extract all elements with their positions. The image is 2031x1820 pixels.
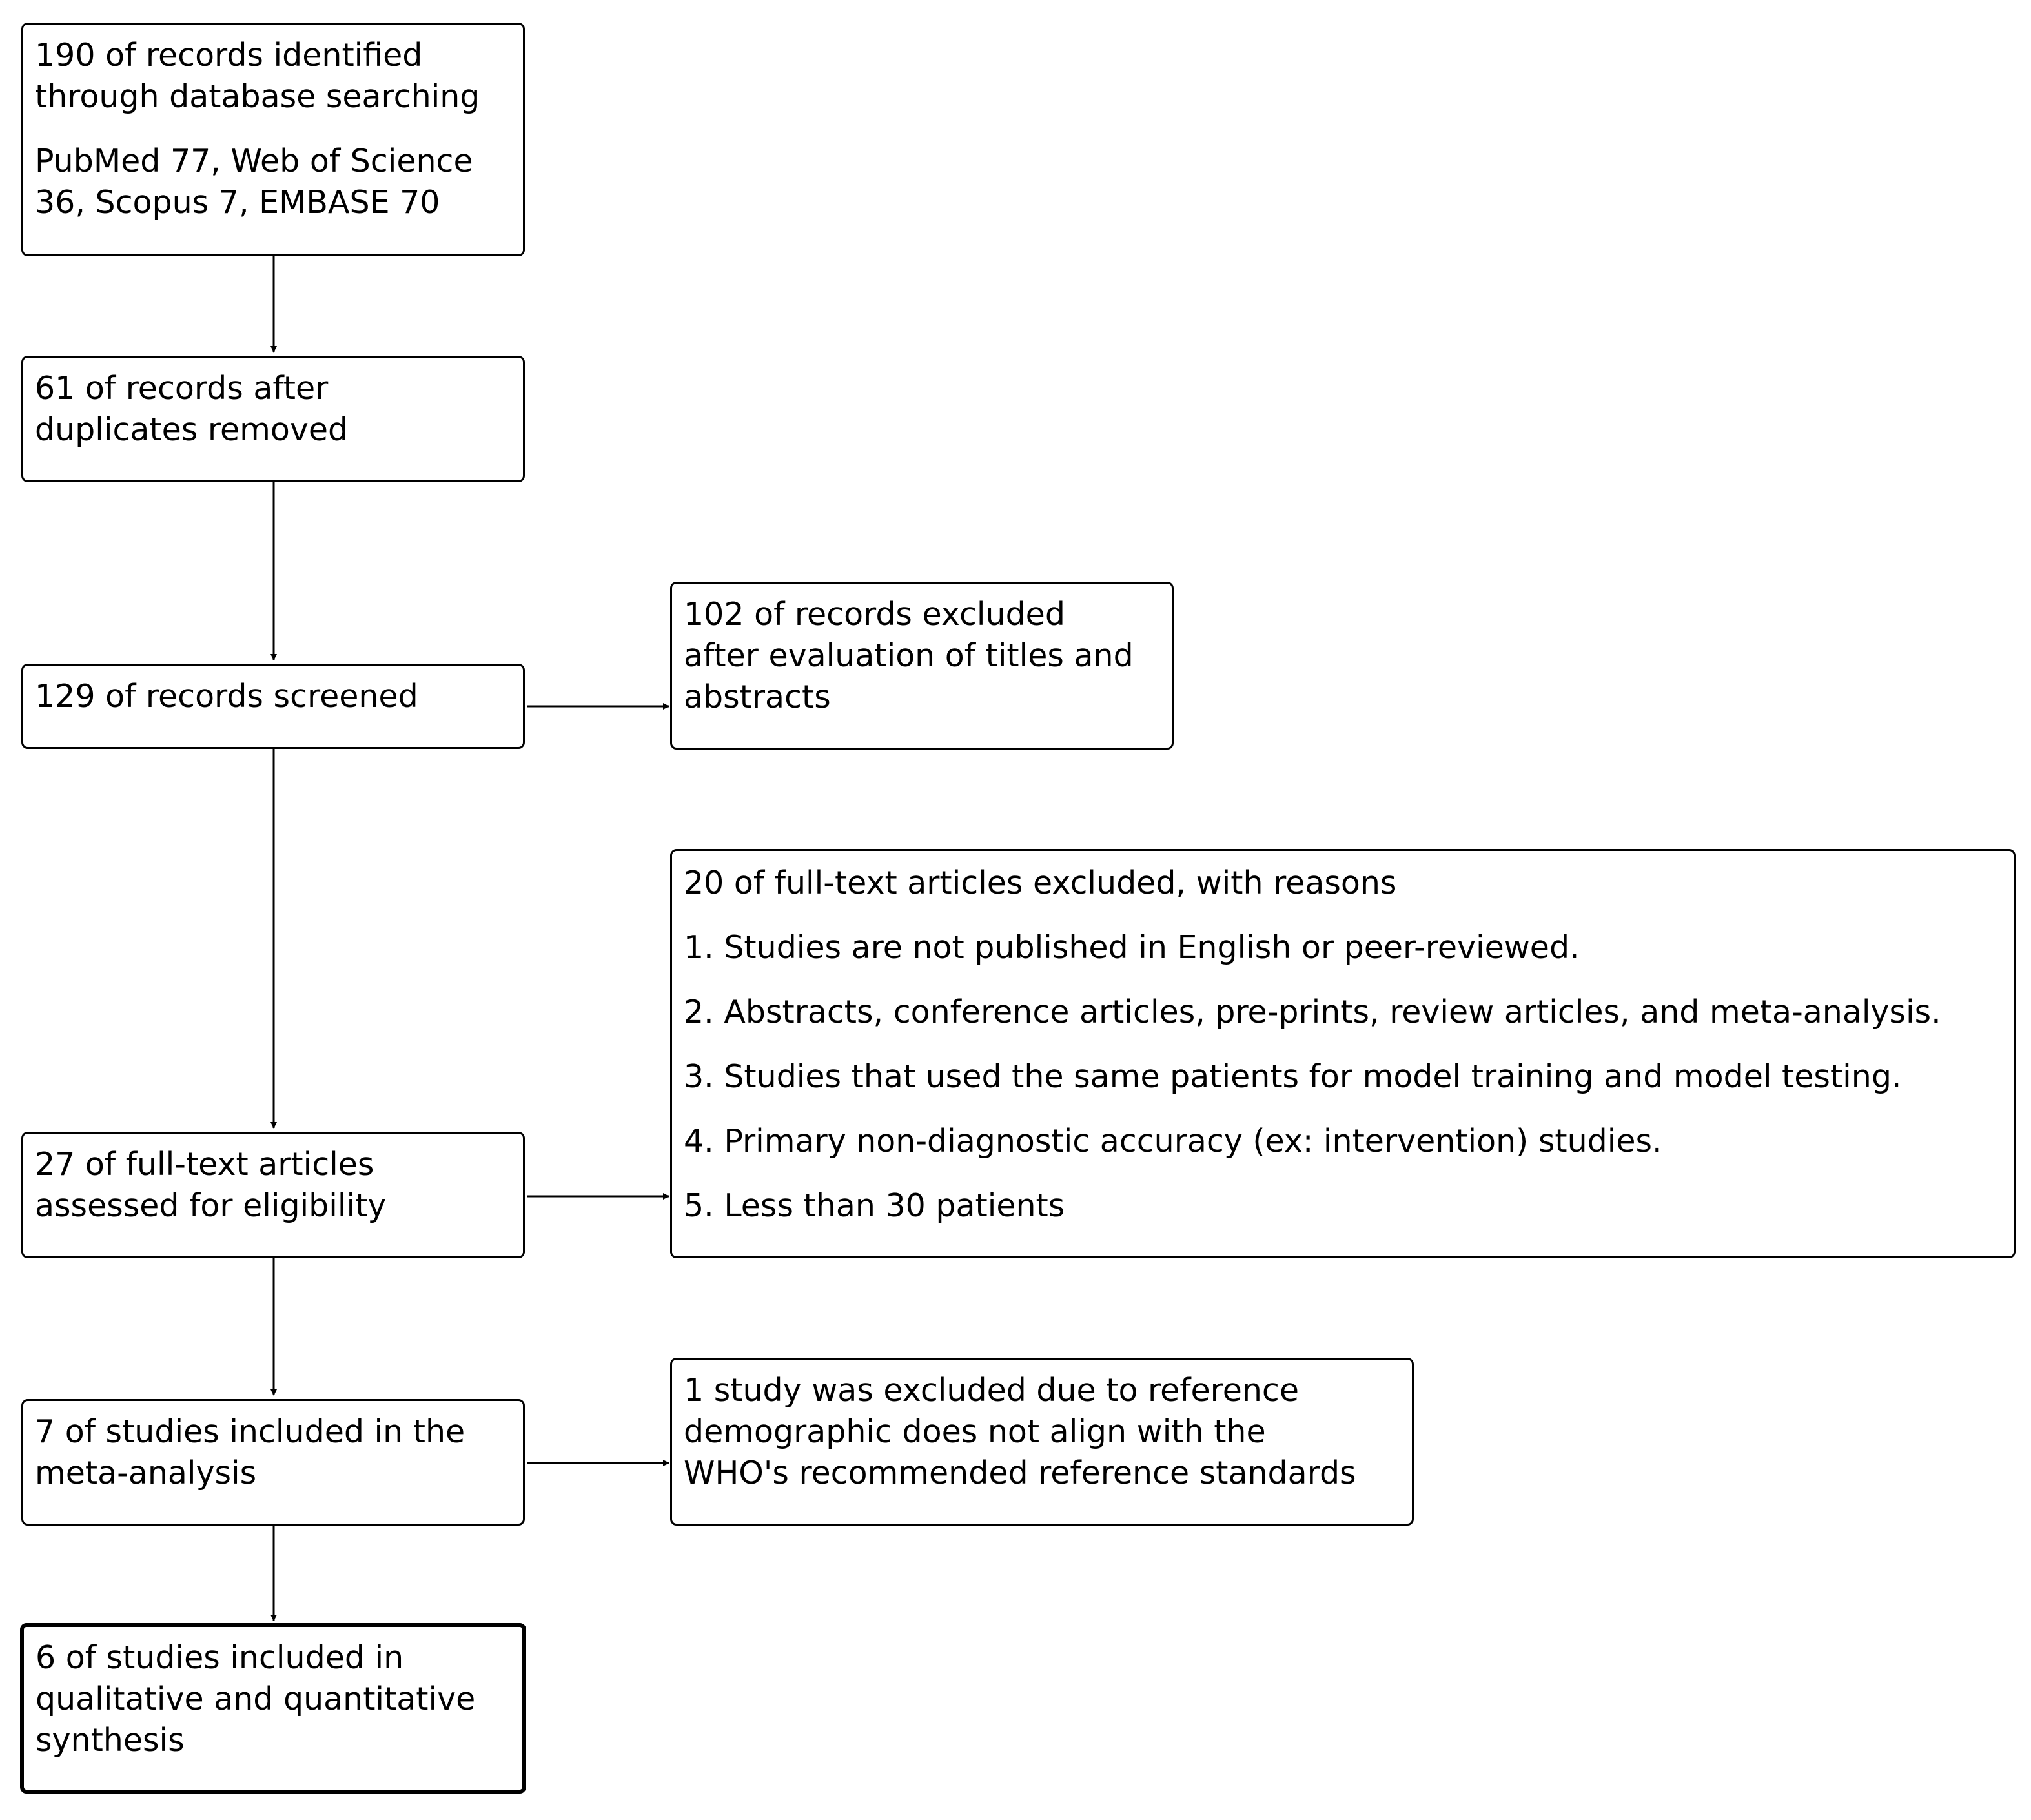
- records-excluded-box: 102 of records excluded after evaluation…: [670, 582, 1174, 750]
- synthesis-line2: qualitative and quantitative: [36, 1681, 476, 1717]
- duplicates-removed-box: 61 of records after duplicates removed: [21, 356, 525, 482]
- synthesis-line1: 6 of studies included in: [36, 1639, 404, 1676]
- database-sources-line2: 36, Scopus 7, EMBASE 70: [35, 184, 440, 221]
- exclusion-reason-4: 4. Primary non-diagnostic accuracy (ex: …: [684, 1123, 1662, 1160]
- records-excluded-line2: after evaluation of titles and: [684, 637, 1134, 674]
- exclusion-reason-1: 1. Studies are not published in English …: [684, 929, 1580, 966]
- records-excluded-line3: abstracts: [684, 679, 831, 715]
- duplicates-removed-line2: duplicates removed: [35, 411, 349, 448]
- exclusion-reason-2: 2. Abstracts, conference articles, pre-p…: [684, 994, 1941, 1030]
- reference-excluded-line1: 1 study was excluded due to reference: [684, 1372, 1300, 1409]
- reference-excluded-box: 1 study was excluded due to reference de…: [670, 1358, 1414, 1526]
- records-screened-line1: 129 of records screened: [35, 678, 418, 715]
- fulltext-excluded-heading: 20 of full-text articles excluded, with …: [684, 864, 1397, 901]
- eligibility-box: 27 of full-text articles assessed for el…: [21, 1132, 525, 1258]
- records-identified-line1: 190 of records identified: [35, 37, 423, 74]
- fulltext-excluded-box: 20 of full-text articles excluded, with …: [670, 849, 2016, 1258]
- records-excluded-line1: 102 of records excluded: [684, 596, 1065, 633]
- synthesis-line3: synthesis: [36, 1722, 185, 1759]
- records-screened-box: 129 of records screened: [21, 664, 525, 749]
- duplicates-removed-line1: 61 of records after: [35, 370, 329, 407]
- eligibility-line1: 27 of full-text articles: [35, 1146, 374, 1183]
- records-identified-line2: through database searching: [35, 78, 480, 115]
- records-identified-box: 190 of records identified through databa…: [21, 23, 525, 256]
- reference-excluded-line2: demographic does not align with the: [684, 1413, 1266, 1450]
- meta-analysis-line2: meta-analysis: [35, 1455, 257, 1491]
- exclusion-reason-3: 3. Studies that used the same patients f…: [684, 1058, 1902, 1095]
- meta-analysis-line1: 7 of studies included in the: [35, 1413, 465, 1450]
- eligibility-line2: assessed for eligibility: [35, 1187, 387, 1224]
- meta-analysis-box: 7 of studies included in the meta-analys…: [21, 1399, 525, 1526]
- reference-excluded-line3: WHO's recommended reference standards: [684, 1455, 1356, 1491]
- database-sources-line1: PubMed 77, Web of Science: [35, 143, 473, 179]
- exclusion-reason-5: 5. Less than 30 patients: [684, 1187, 1065, 1224]
- synthesis-box: 6 of studies included in qualitative and…: [20, 1623, 526, 1794]
